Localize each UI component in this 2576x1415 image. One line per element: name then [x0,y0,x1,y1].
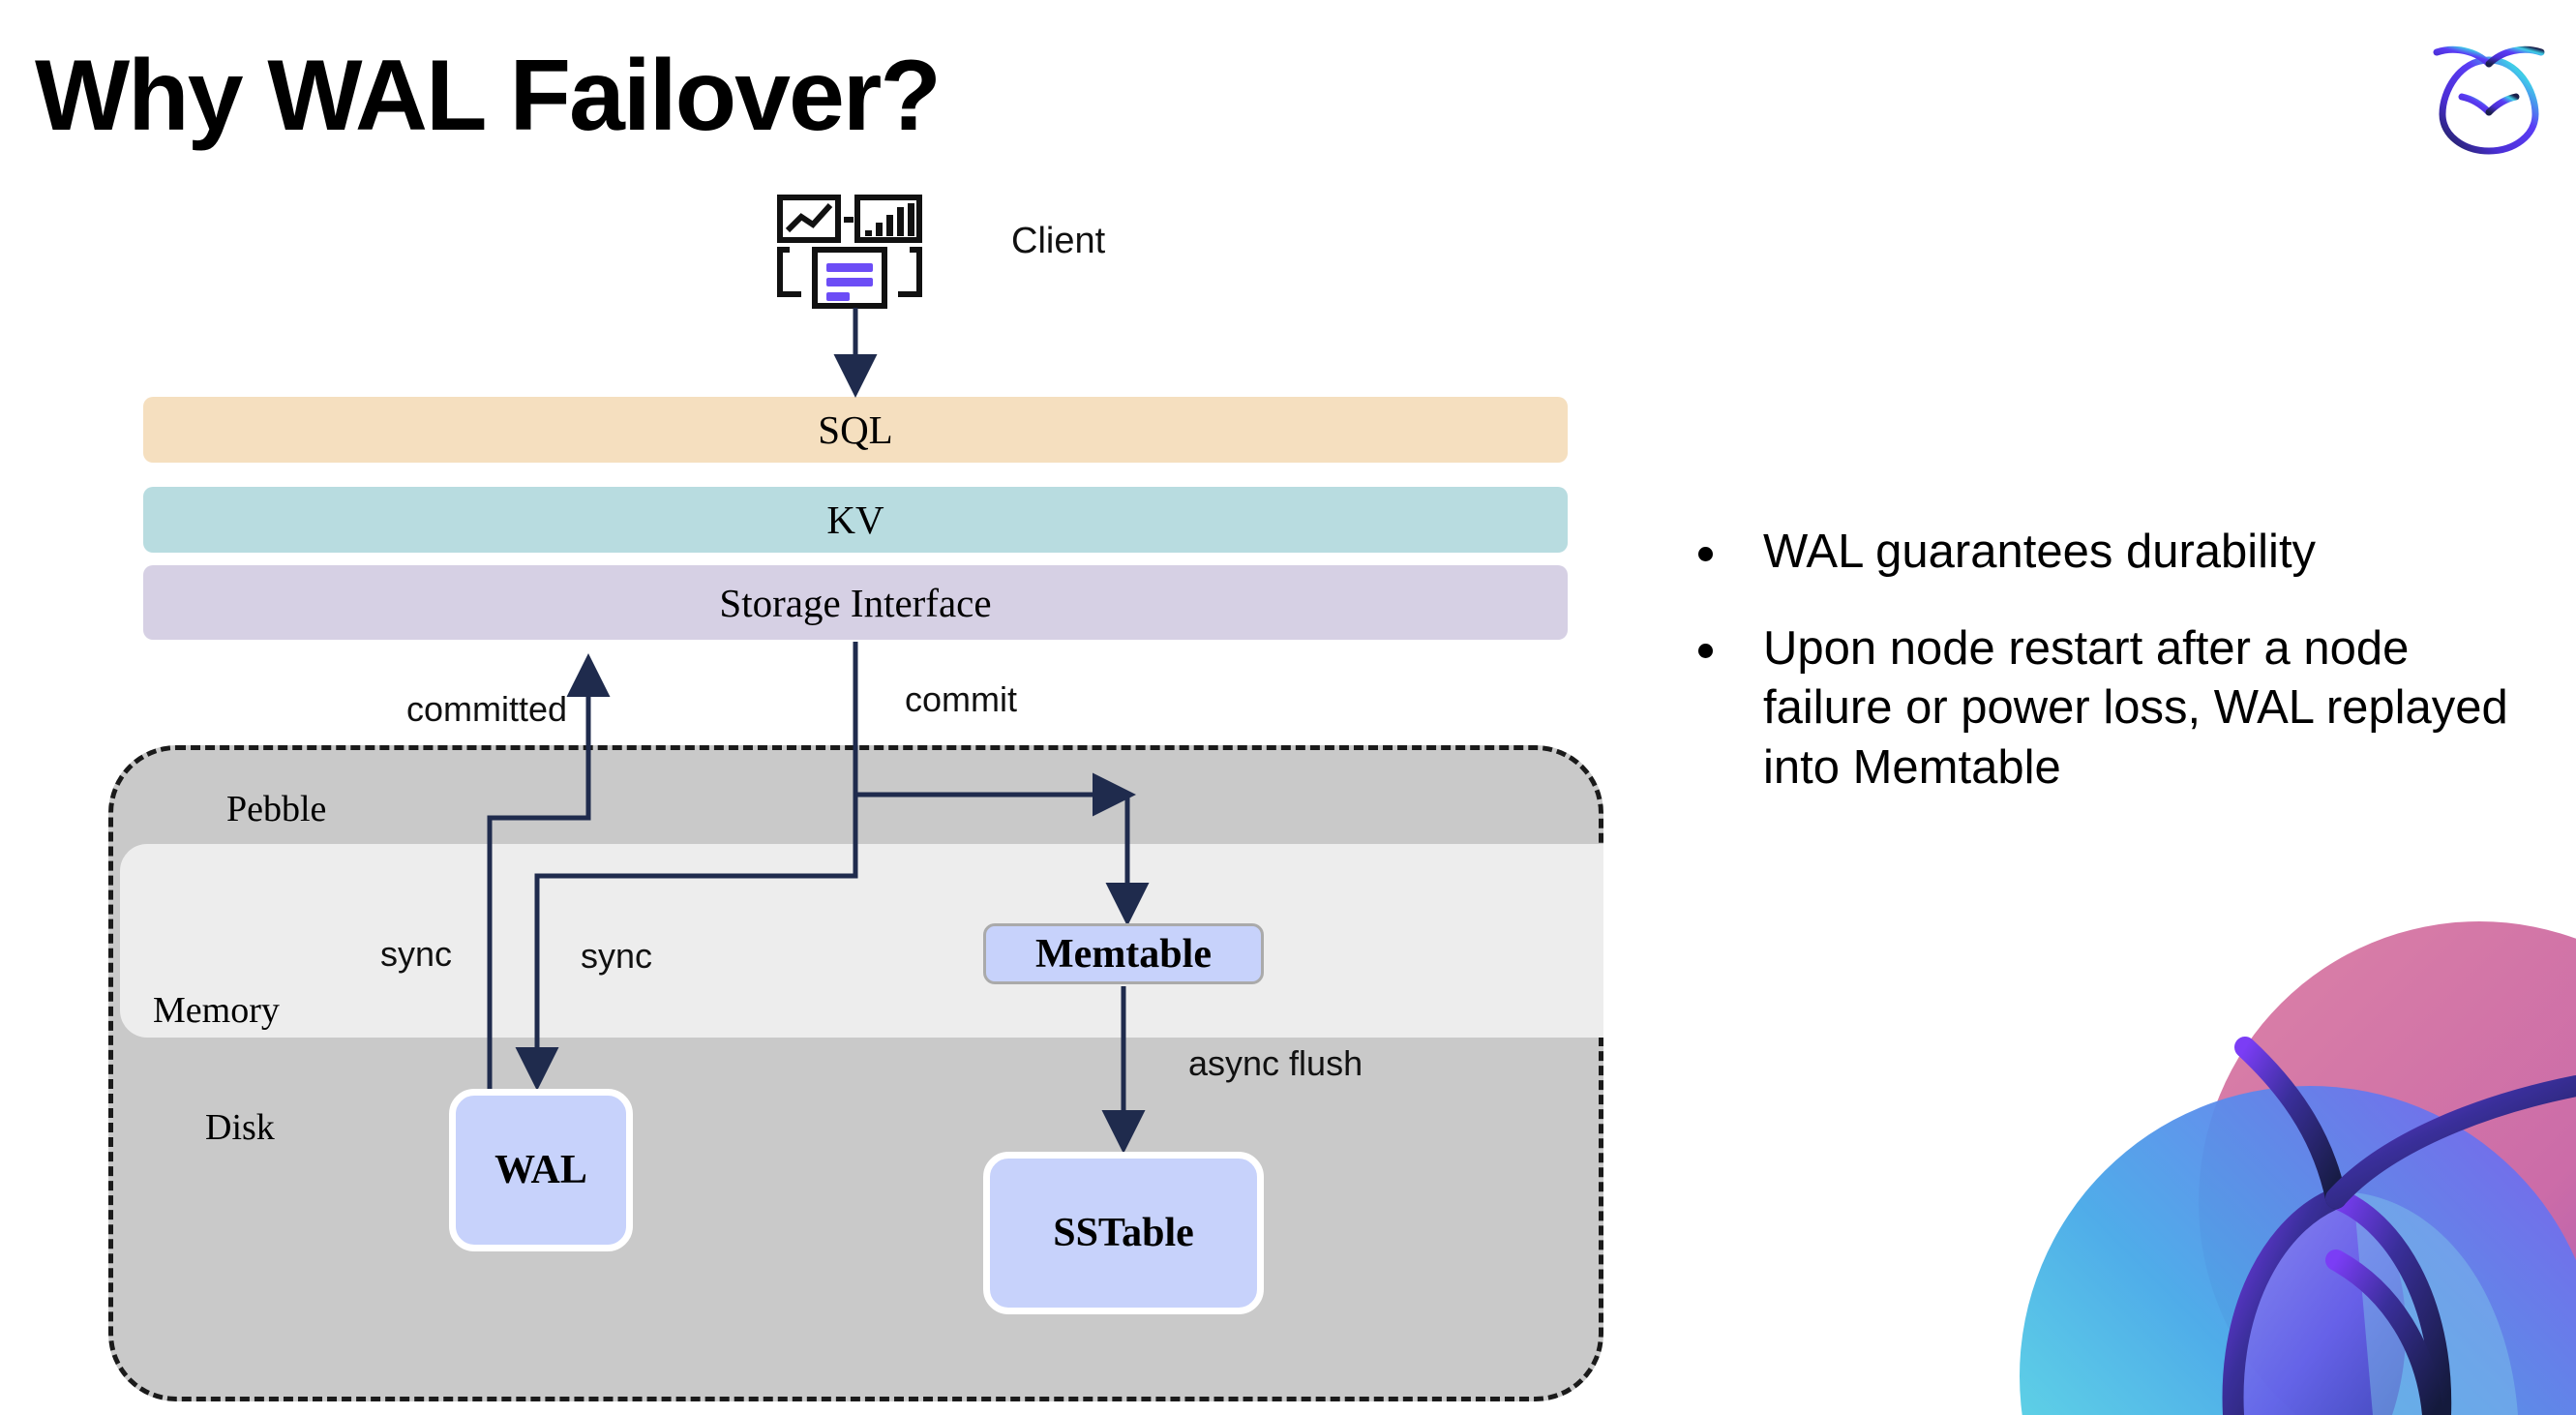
list-item: Upon node restart after a node failure o… [1698,619,2531,798]
bullet-list: WAL guarantees durability Upon node rest… [1698,523,2531,835]
bullet-dot-icon [1698,643,1713,658]
memory-label: Memory [153,990,280,1031]
disk-label: Disk [205,1107,275,1148]
layer-bar-storage-label: Storage Interface [719,580,992,625]
client-label: Client [1011,221,1106,261]
bullet-text: Upon node restart after a node failure o… [1763,621,2508,795]
page-title: Why WAL Failover? [35,40,942,152]
list-item: WAL guarantees durability [1698,523,2531,583]
bullet-dot-icon [1698,547,1713,561]
layer-bar-storage-interface: Storage Interface [143,565,1568,640]
decorative-corner-graphic [1937,912,2576,1415]
pebble-label: Pebble [226,789,327,829]
node-memtable: Memtable [983,923,1264,984]
client-icon [774,194,929,310]
node-wal: WAL [449,1089,633,1251]
layer-bar-sql: SQL [143,397,1568,463]
node-sstable: SSTable [983,1152,1264,1314]
node-wal-label: WAL [494,1148,587,1192]
cockroachdb-logo [2421,21,2557,162]
layer-bar-kv-label: KV [826,497,884,542]
node-sstable-label: SSTable [1053,1211,1194,1255]
edge-label-sync-left: sync [380,934,453,974]
edge-label-async-flush: async flush [1188,1043,1363,1083]
layer-bar-kv: KV [143,487,1568,553]
node-memtable-label: Memtable [1035,931,1212,977]
memory-region [120,844,1603,1038]
edge-label-committed: committed [406,689,568,729]
bullet-text: WAL guarantees durability [1763,526,2317,578]
edge-label-commit: commit [905,679,1017,719]
edge-label-sync-right: sync [581,936,653,976]
layer-bar-sql-label: SQL [818,407,893,452]
